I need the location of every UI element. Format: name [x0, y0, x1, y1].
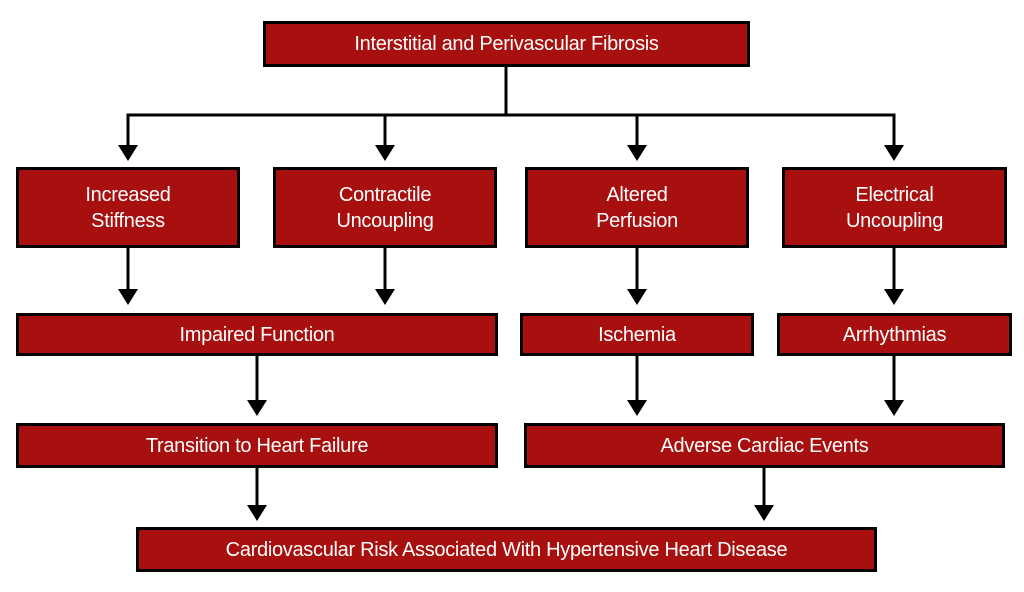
node-arrhythmias: Arrhythmias: [777, 313, 1012, 356]
node-transition-to-heart-failure: Transition to Heart Failure: [16, 423, 498, 468]
node-cardiovascular-risk: Cardiovascular Risk Associated With Hype…: [136, 527, 877, 572]
node-impaired-function: Impaired Function: [16, 313, 498, 356]
node-adverse-cardiac-events: Adverse Cardiac Events: [524, 423, 1005, 468]
node-electrical-uncoupling: Electrical Uncoupling: [782, 167, 1007, 248]
node-ischemia: Ischemia: [520, 313, 754, 356]
node-altered-perfusion: Altered Perfusion: [525, 167, 749, 248]
node-interstitial-perivascular-fibrosis: Interstitial and Perivascular Fibrosis: [263, 21, 750, 67]
node-contractile-uncoupling: Contractile Uncoupling: [273, 167, 497, 248]
node-increased-stiffness: Increased Stiffness: [16, 167, 240, 248]
